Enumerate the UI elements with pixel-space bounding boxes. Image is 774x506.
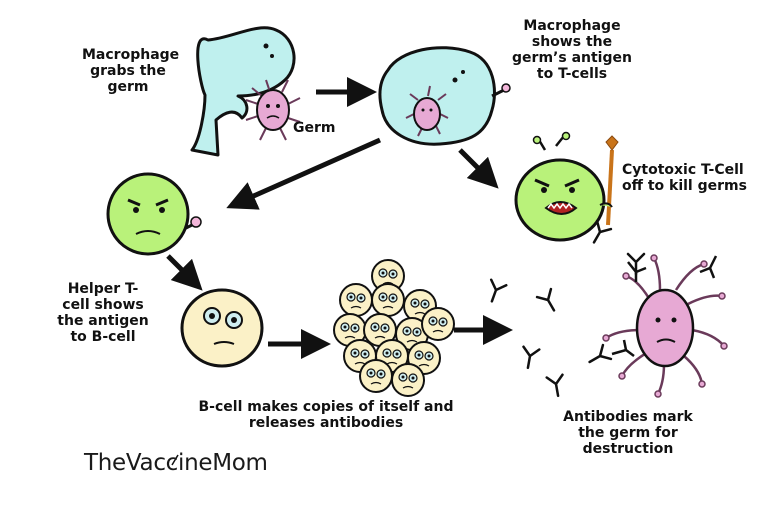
marked-germ-illustration <box>602 254 728 398</box>
bcell-copy <box>359 359 393 393</box>
label-macrophage-shows: Macrophage shows the germ’s antigen to T… <box>512 18 632 82</box>
bcell-copy <box>371 259 405 293</box>
bcell-copy <box>421 307 455 341</box>
antibody-mark <box>489 278 508 303</box>
bcell-copy <box>339 283 373 317</box>
label-cytotoxic: Cytotoxic T-Cell off to kill germs <box>622 162 747 194</box>
label-germ: Germ <box>293 120 336 136</box>
antibody-mark <box>522 345 541 370</box>
arrow-helper-to-bcell <box>166 254 203 291</box>
logo-microscope-icon <box>171 454 179 466</box>
helper-tcell-illustration <box>106 172 202 256</box>
bcell-copies-cluster <box>333 259 455 397</box>
arrow-to-cytotoxic-tcell <box>458 148 499 189</box>
label-antibodies-mark: Antibodies mark the germ for destruction <box>563 409 693 457</box>
antibody-mark <box>592 219 613 244</box>
bcell-copy <box>371 283 405 317</box>
label-macrophage-grabs: Macrophage grabs the germ <box>82 47 180 95</box>
antibody-mark <box>588 343 613 364</box>
macrophage-grabbing-illustration <box>190 26 296 157</box>
antibody-mark <box>545 373 564 398</box>
macrophage-presenting-illustration <box>378 46 511 146</box>
bcell-copy <box>391 363 425 397</box>
label-helper-tcell: Helper T- cell shows the antigen to B-ce… <box>57 281 149 345</box>
bcell-illustration <box>180 288 264 368</box>
antibody-mark <box>535 287 556 312</box>
germ-grabbed-illustration <box>245 79 301 141</box>
logo: TheVaccineMom <box>84 450 268 476</box>
antibodies-illustration <box>489 219 646 398</box>
label-bcell-copies: B-cell makes copies of itself and releas… <box>198 399 454 431</box>
arrow-to-helper-tcell <box>226 137 382 210</box>
cytotoxic-tcell-illustration <box>514 131 619 242</box>
